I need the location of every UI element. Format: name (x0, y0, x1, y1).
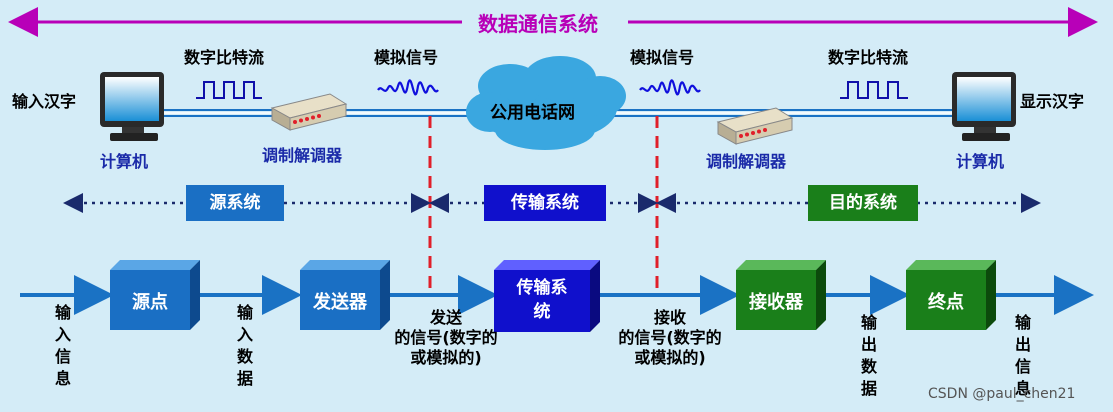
digital-wave-right-icon (840, 81, 908, 99)
computer-left-label: 计算机 (100, 152, 149, 171)
source-box-label: 源点 (132, 292, 168, 313)
send-signal-line-2: 的信号(数字的 (394, 328, 498, 347)
input-information-label: 输入信息 (54, 303, 71, 388)
computer-left-icon (100, 72, 164, 141)
public-telephone-network-label: 公用电话网 (490, 103, 575, 123)
digital-wave-left-icon (196, 81, 262, 99)
cube-destination (906, 260, 996, 330)
computer-right-label: 计算机 (956, 152, 1005, 171)
analog-signal-left-label: 模拟信号 (374, 48, 439, 67)
receive-signal-line-2: 的信号(数字的 (618, 328, 722, 347)
digital-bitstream-left-label: 数字比特流 (184, 48, 265, 67)
send-signal-label: 发送 的信号(数字的 或模拟的) (384, 308, 508, 368)
modem-right-label: 调制解调器 (706, 152, 787, 171)
cube-transmission (494, 260, 600, 332)
analog-signal-right-label: 模拟信号 (630, 48, 695, 67)
cloud-icon (466, 56, 626, 150)
destination-box-label: 终点 (928, 292, 964, 313)
transmission-system-box: 传输系统 (484, 185, 606, 221)
receive-signal-label: 接收 的信号(数字的 或模拟的) (608, 308, 732, 368)
diagram-title: 数据通信系统 (472, 8, 604, 37)
input-chinese-label: 输入汉字 (12, 92, 77, 111)
destination-system-box: 目的系统 (808, 185, 918, 221)
modem-left-label: 调制解调器 (262, 146, 343, 165)
cube-source (110, 260, 200, 330)
receive-signal-line-3: 或模拟的) (634, 348, 706, 367)
digital-bitstream-right-label: 数字比特流 (828, 48, 909, 67)
send-signal-line-1: 发送 (429, 308, 462, 327)
cube-sender (300, 260, 390, 330)
output-data-label: 输出数据 (860, 313, 877, 398)
send-signal-line-3: 或模拟的) (410, 348, 482, 367)
modem-right-icon (716, 107, 794, 145)
analog-wave-right-icon (639, 79, 701, 96)
transmission-box-label: 传输系统 (516, 278, 568, 322)
modem-left-icon (270, 93, 348, 131)
computer-right-icon (952, 72, 1016, 141)
receive-signal-line-1: 接收 (653, 308, 686, 327)
sender-box-label: 发送器 (313, 292, 367, 313)
source-system-box: 源系统 (186, 185, 284, 221)
output-chinese-label: 显示汉字 (1020, 92, 1085, 111)
input-data-label: 输入数据 (236, 303, 253, 388)
cube-receiver (736, 260, 826, 330)
receiver-box-label: 接收器 (749, 292, 803, 313)
output-information-label: 输出信息 (1014, 313, 1031, 398)
watermark: CSDN @paul_chen21 (928, 386, 1076, 402)
analog-wave-left-icon (377, 79, 439, 96)
